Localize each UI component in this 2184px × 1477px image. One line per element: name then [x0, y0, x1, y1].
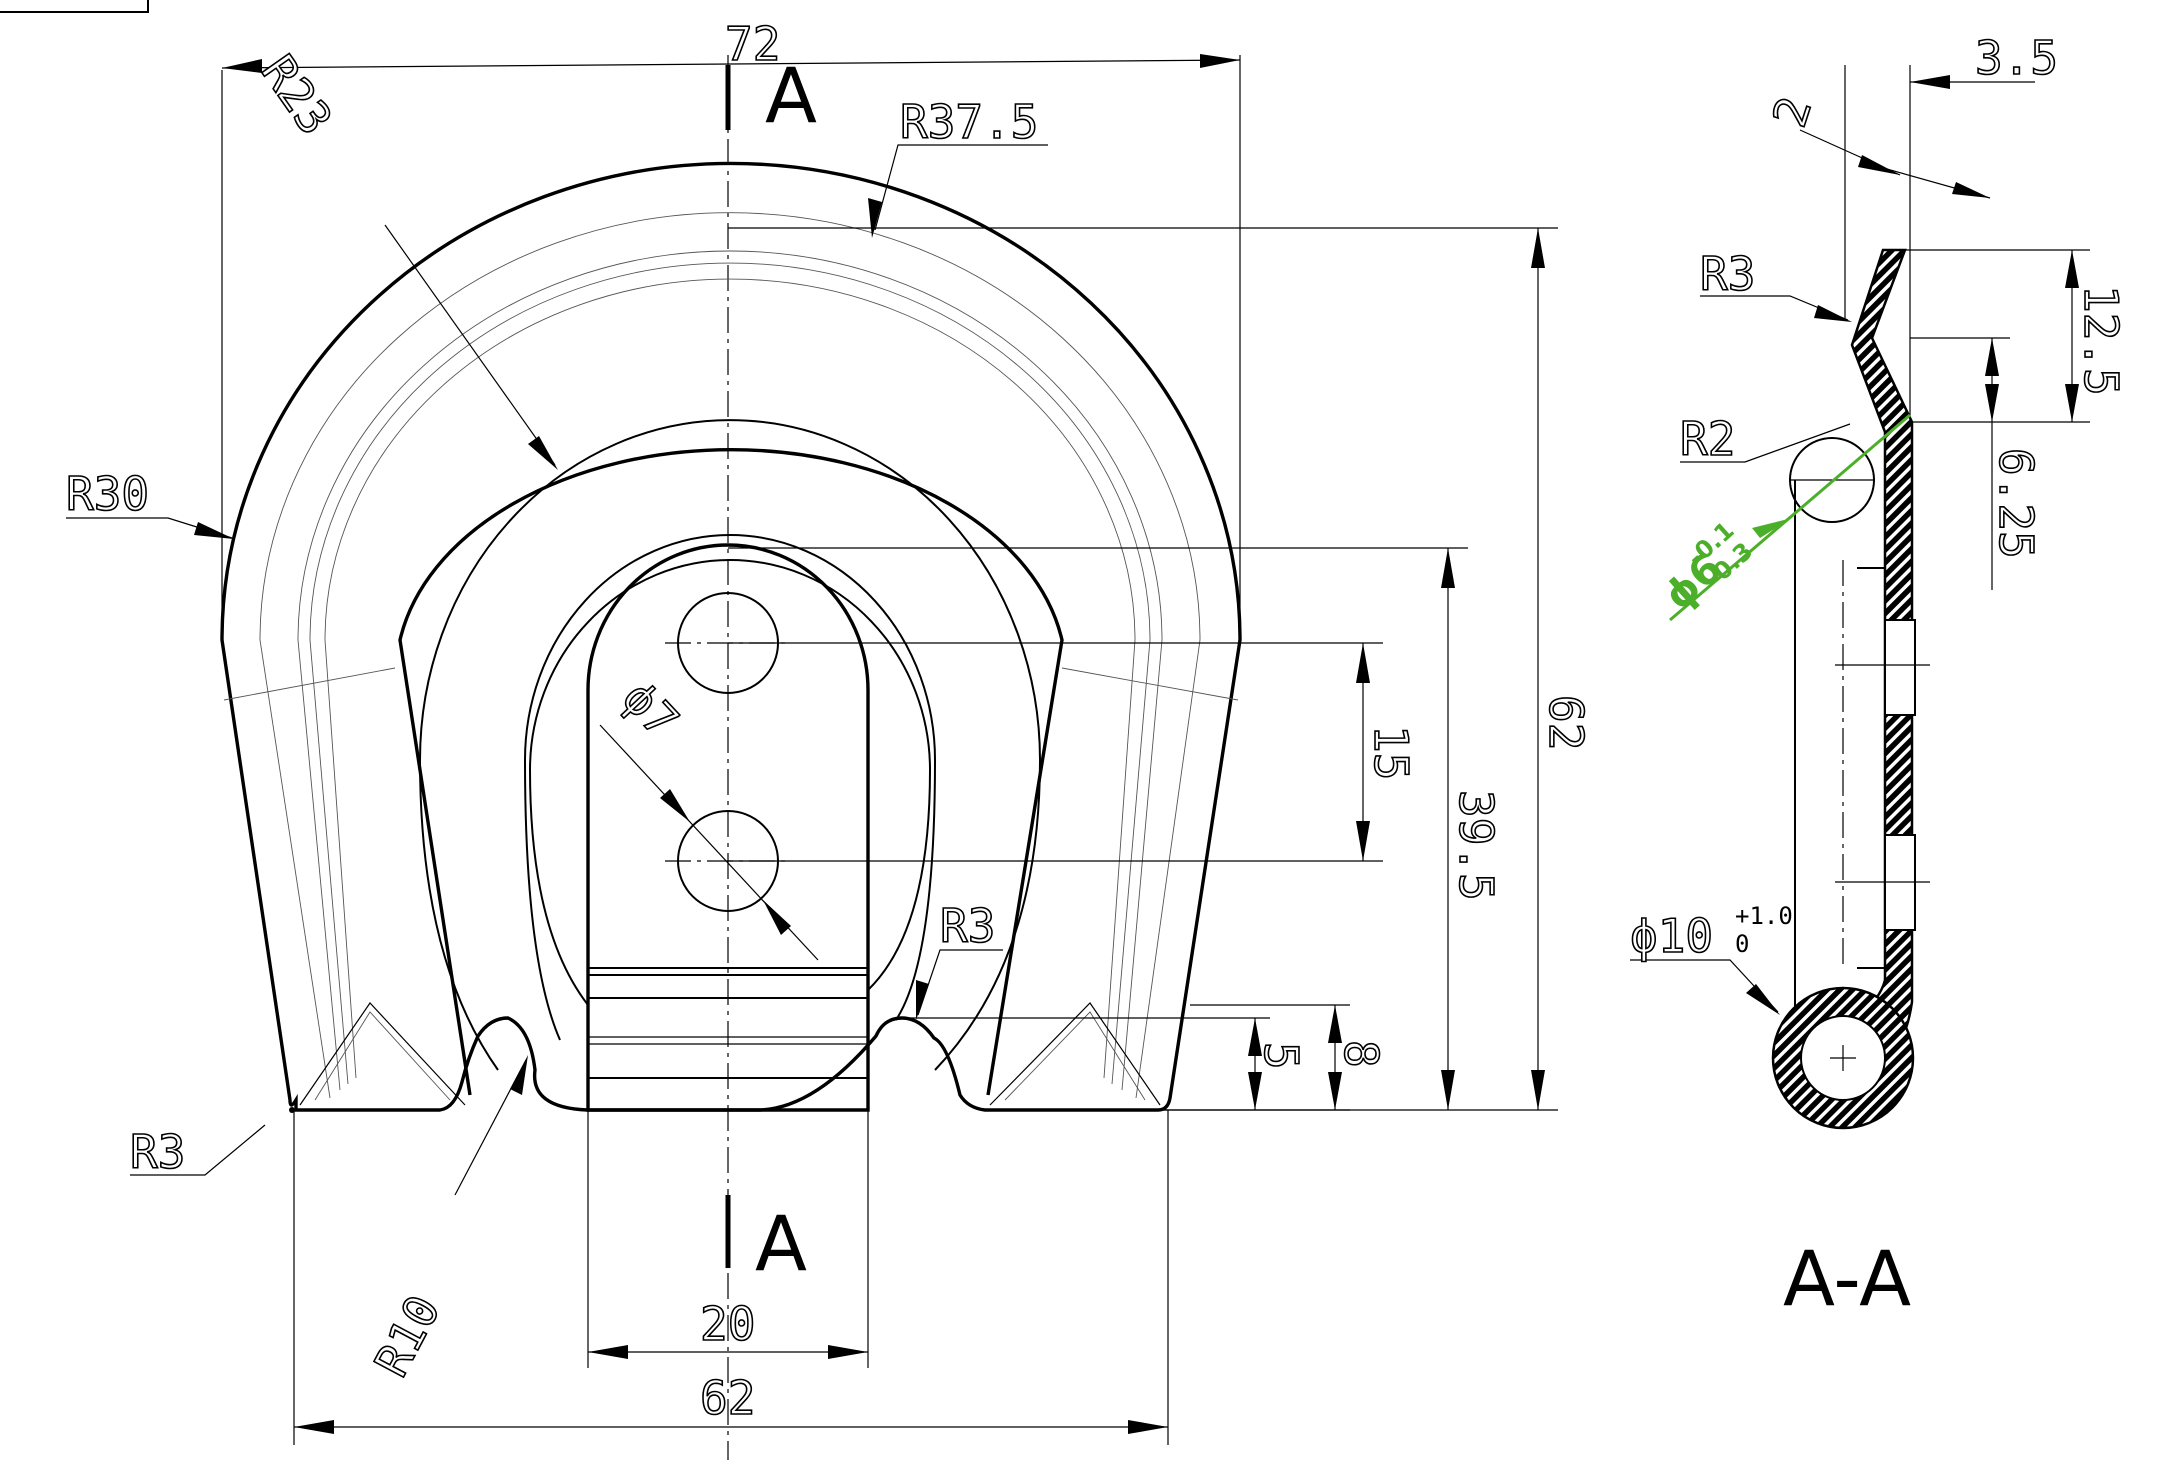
dim-35-text: 3.5 [1975, 31, 2058, 85]
dim-125-arrow-b [2065, 384, 2079, 422]
dim-r3-corner-leader [130, 1124, 266, 1176]
dim-625-text: 6.25 [1989, 448, 2043, 559]
arch-line-4 [324, 278, 1136, 1079]
dim-r3-notch-text: R3 [940, 899, 995, 953]
dim-r23-leader [384, 224, 556, 466]
left-foot-triangle-inner [314, 1011, 451, 1101]
dim-5-text: 5 [1254, 1042, 1308, 1070]
dim-62h-arrow-t [1531, 228, 1545, 268]
dim-62h-text: 62 [1539, 695, 1593, 750]
dim-phi7-arrow-1 [660, 789, 690, 822]
dim-2-arrow-1 [1858, 155, 1900, 175]
title-block-corner [0, 0, 149, 13]
dim-20-arrow-r [828, 1345, 868, 1359]
dim-5-arrow-b [1248, 1072, 1262, 1110]
dim-62w-text: 62 [700, 1371, 755, 1425]
dim-20-text: 20 [700, 1297, 755, 1351]
inner-opening-line-2 [418, 419, 1042, 1071]
right-foot-triangle-inner [1004, 1011, 1146, 1101]
dim-phi6-arrow [1752, 518, 1792, 538]
dim-125-text: 12.5 [2074, 285, 2128, 396]
dim-r3-bend-arrow [1814, 305, 1852, 322]
dim-phi10-arrow [1746, 984, 1780, 1015]
dim-2-text: 2 [1762, 90, 1822, 133]
dim-395-text: 39.5 [1449, 790, 1503, 901]
dim-72-arrow-r [1200, 54, 1240, 68]
dim-phi6-line [1669, 413, 1911, 622]
inner-opening-line-3 [523, 534, 937, 1041]
dim-62h-arrow-b [1531, 1070, 1545, 1110]
dim-phi10-text: ϕ10 [1630, 909, 1713, 963]
plate-step [1857, 567, 1885, 969]
dim-15-text: 15 [1364, 725, 1418, 780]
dim-72-text: 72 [725, 17, 780, 71]
dim-r2-leader [1680, 423, 1851, 463]
dim-r3-notch-arrow [916, 980, 929, 1020]
arch-line-1 [259, 212, 1201, 1099]
dim-72-arrow-l [222, 59, 262, 73]
front-view: A A 72 R37.5 R23 R30 ϕ7 15 [65, 16, 1594, 1460]
dim-5-arrow-t [1248, 1018, 1262, 1056]
dim-r23-arrow [528, 436, 558, 470]
dim-r10-text: R10 [364, 1286, 451, 1385]
dim-35-arrow [1910, 75, 1950, 89]
dim-125-arrow-t [2065, 250, 2079, 288]
left-foot-triangle [299, 1002, 466, 1106]
dim-phi7-arrow-2 [763, 900, 791, 935]
section-mark-bottom: A [755, 1199, 807, 1288]
dim-r375-text: R37.5 [900, 95, 1038, 149]
dim-r30-text: R30 [66, 467, 149, 521]
dim-8-arrow-t [1328, 1005, 1342, 1043]
arch-line-3 [309, 262, 1151, 1085]
dim-r23-text: R23 [251, 45, 343, 144]
dim-r375-leader [874, 144, 1048, 231]
dim-395-arrow-b [1441, 1070, 1455, 1110]
section-title: A-A [1783, 1234, 1911, 1323]
dim-phi10-tol-lower: 0 [1735, 930, 1749, 958]
dim-15-arrow-b [1356, 821, 1370, 861]
section-view: 3.5 2 R3 12.5 6.25 R2 ϕ6 -0.1 - [1629, 30, 2129, 1323]
dim-8-text: 8 [1334, 1040, 1388, 1068]
dim-r3-corner-text: R3 [130, 1125, 185, 1179]
dim-20-arrow-l [588, 1345, 628, 1359]
tongue-outline [586, 543, 870, 1112]
arch-split-right [1061, 667, 1239, 701]
dim-r3-notch-leader [917, 949, 1003, 1016]
strip-hole-upper [1884, 619, 1916, 716]
dim-62w-arrow-l [294, 1420, 334, 1434]
dim-72-line [221, 59, 1241, 69]
right-foot-triangle [989, 1002, 1161, 1106]
dim-15-arrow-t [1356, 643, 1370, 683]
inner-opening-outline [398, 448, 1064, 1096]
dim-r3-bend-text: R3 [1700, 247, 1755, 301]
dim-395-arrow-t [1441, 548, 1455, 588]
dim-2-arrow-2 [1952, 182, 1990, 198]
dim-r10-arrow [510, 1055, 528, 1095]
dim-625-arrow-t [1985, 338, 1999, 376]
inner-opening-line-4 [528, 559, 932, 1006]
arch-split-left [223, 667, 396, 701]
dim-8-arrow-b [1328, 1072, 1342, 1110]
dim-phi7-text: ϕ7 [612, 671, 689, 748]
dim-phi10-tol-upper: +1.0 [1735, 902, 1793, 930]
horseshoe-outer-outline [220, 161, 1242, 1112]
arch-line-2 [297, 250, 1163, 1091]
dim-625-arrow-b [1985, 384, 1999, 422]
dim-r2-text: R2 [1680, 412, 1735, 466]
section-mark-top: A [765, 51, 817, 140]
dim-62w-arrow-r [1128, 1420, 1168, 1434]
dim-r30-arrow [194, 522, 234, 539]
